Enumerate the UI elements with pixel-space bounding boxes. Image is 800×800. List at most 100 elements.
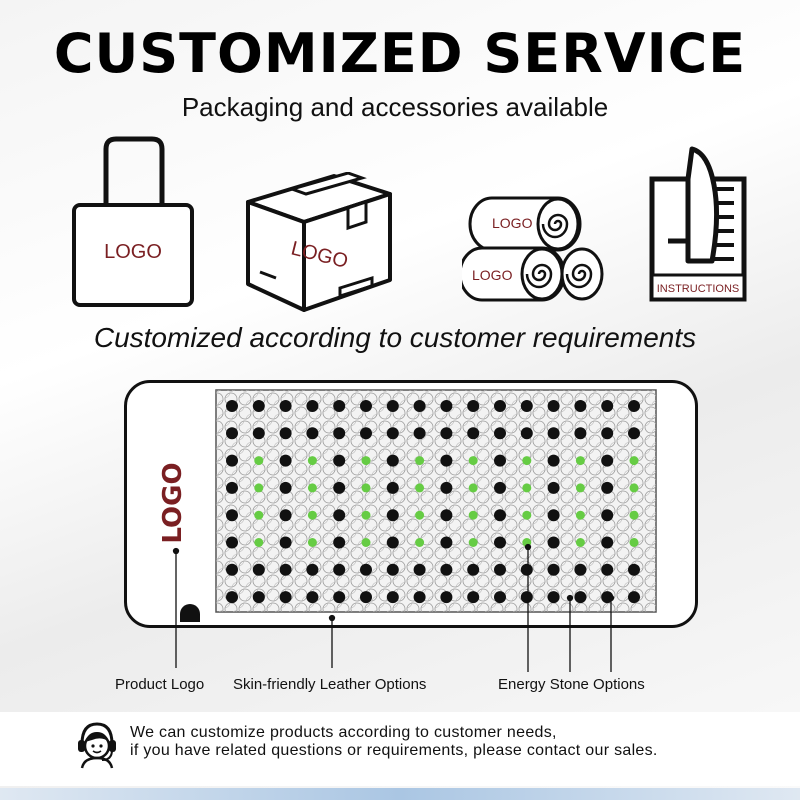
energy-stone-black bbox=[628, 400, 640, 412]
energy-stone-green bbox=[468, 456, 478, 466]
energy-stone-black bbox=[279, 481, 292, 494]
energy-stone-green bbox=[361, 456, 371, 466]
energy-stone-black bbox=[440, 509, 453, 522]
energy-stone-black bbox=[547, 454, 560, 467]
energy-stone-black bbox=[520, 563, 533, 576]
energy-stone-black bbox=[226, 536, 238, 549]
instructions-booklet-icon: INSTRUCTIONS bbox=[649, 146, 747, 302]
energy-stone-green bbox=[522, 510, 532, 520]
bottom-strip bbox=[0, 788, 800, 800]
energy-stone-green bbox=[415, 538, 425, 547]
energy-stone-green bbox=[468, 538, 478, 547]
energy-stone-black bbox=[601, 563, 614, 576]
energy-stone-black bbox=[306, 591, 319, 604]
energy-stone-black bbox=[574, 591, 587, 604]
energy-stone-black bbox=[226, 591, 238, 604]
tagline: Customized according to customer require… bbox=[93, 322, 697, 353]
energy-stone-green bbox=[575, 538, 585, 547]
energy-stone-black bbox=[494, 481, 506, 494]
energy-stone-black bbox=[252, 400, 265, 412]
energy-stone-grid bbox=[226, 400, 640, 604]
callout-leather: Skin-friendly Leather Options bbox=[233, 676, 427, 693]
energy-stone-black bbox=[333, 509, 346, 522]
energy-stone-black bbox=[386, 536, 399, 549]
energy-stone-green bbox=[629, 456, 639, 466]
energy-stone-green bbox=[361, 510, 371, 520]
energy-stone-black bbox=[440, 427, 453, 440]
roll-logo-text-bottom: LOGO bbox=[472, 267, 513, 283]
roll-logo-text-top: LOGO bbox=[492, 215, 533, 231]
energy-stone-black bbox=[226, 509, 238, 522]
energy-stone-green bbox=[254, 483, 264, 493]
energy-stone-black bbox=[252, 563, 265, 576]
energy-stone-black bbox=[226, 454, 238, 467]
energy-stone-black bbox=[520, 427, 533, 440]
energy-stone-black bbox=[413, 563, 426, 576]
energy-stone-black bbox=[386, 400, 399, 412]
energy-stone-black bbox=[628, 563, 640, 576]
page-title: CUSTOMIZED SERVICE bbox=[53, 22, 747, 85]
energy-stone-black bbox=[306, 400, 319, 412]
callout-product-logo: Product Logo bbox=[115, 676, 205, 693]
energy-stone-black bbox=[226, 400, 238, 412]
energy-stone-black bbox=[360, 563, 372, 576]
energy-stone-green bbox=[629, 510, 639, 520]
energy-stone-black bbox=[601, 481, 614, 494]
energy-stone-black bbox=[333, 400, 346, 412]
energy-stone-black bbox=[360, 591, 372, 604]
energy-stone-black bbox=[601, 536, 614, 549]
energy-stone-black bbox=[413, 591, 426, 604]
energy-stone-black bbox=[279, 563, 292, 576]
energy-stone-green bbox=[307, 483, 317, 493]
energy-stone-green bbox=[254, 456, 264, 466]
energy-stone-black bbox=[601, 509, 614, 522]
energy-stone-green bbox=[468, 510, 478, 520]
energy-stone-green bbox=[468, 483, 478, 493]
energy-stone-black bbox=[574, 400, 587, 412]
energy-stone-green bbox=[361, 538, 371, 547]
energy-stone-black bbox=[494, 509, 506, 522]
energy-stone-black bbox=[440, 400, 453, 412]
energy-stone-black bbox=[467, 427, 480, 440]
energy-stone-black bbox=[386, 563, 399, 576]
energy-stone-green bbox=[629, 538, 639, 547]
energy-stone-black bbox=[547, 536, 560, 549]
energy-stone-black bbox=[601, 454, 614, 467]
energy-stone-black bbox=[547, 563, 560, 576]
energy-stone-black bbox=[601, 400, 614, 412]
energy-stone-black bbox=[226, 563, 238, 576]
energy-stone-black bbox=[279, 509, 292, 522]
energy-stone-green bbox=[629, 483, 639, 493]
energy-stone-green bbox=[254, 510, 264, 520]
energy-stone-black bbox=[494, 563, 506, 576]
energy-stone-black bbox=[252, 591, 265, 604]
energy-stone-black bbox=[386, 454, 399, 467]
energy-stone-black bbox=[574, 427, 587, 440]
energy-stone-black bbox=[494, 427, 506, 440]
energy-stone-black bbox=[494, 536, 506, 549]
energy-stone-black bbox=[440, 454, 453, 467]
energy-stone-green bbox=[361, 483, 371, 493]
energy-stone-black bbox=[628, 427, 640, 440]
energy-stone-green bbox=[522, 456, 532, 466]
energy-stone-green bbox=[575, 510, 585, 520]
energy-stone-black bbox=[360, 400, 372, 412]
energy-stone-black bbox=[601, 427, 614, 440]
energy-stone-black bbox=[547, 591, 560, 604]
power-connector-icon bbox=[180, 604, 200, 622]
instructions-label: INSTRUCTIONS bbox=[657, 283, 740, 295]
tote-bag-icon: LOGO bbox=[72, 136, 194, 307]
energy-stone-green bbox=[575, 456, 585, 466]
energy-stone-black bbox=[440, 536, 453, 549]
contact-line-2: if you have related questions or require… bbox=[130, 742, 658, 759]
energy-stone-green bbox=[307, 456, 317, 466]
energy-stone-black bbox=[494, 454, 506, 467]
energy-stone-black bbox=[547, 427, 560, 440]
energy-stone-black bbox=[306, 427, 319, 440]
energy-stone-black bbox=[333, 427, 346, 440]
energy-stone-black bbox=[494, 400, 506, 412]
energy-stone-black bbox=[520, 591, 533, 604]
energy-stone-black bbox=[360, 427, 372, 440]
energy-stone-black bbox=[386, 591, 399, 604]
